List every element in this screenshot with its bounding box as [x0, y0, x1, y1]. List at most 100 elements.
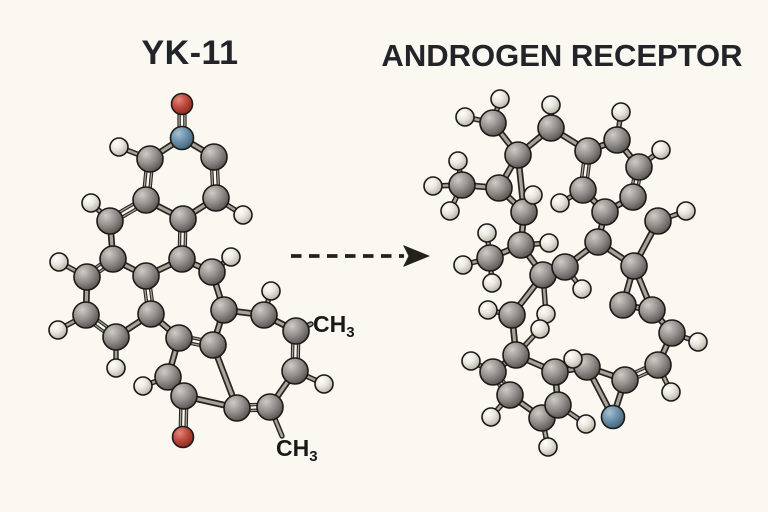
- carbon-atom: [281, 357, 309, 385]
- hydrogen-atom: [482, 273, 502, 293]
- carbon-atom: [223, 394, 251, 422]
- oxygen-atom: [171, 425, 195, 449]
- carbon-atom: [73, 263, 101, 291]
- hydrogen-atom: [453, 255, 473, 275]
- hydrogen-atom: [651, 140, 671, 160]
- carbon-atom: [502, 341, 530, 369]
- carbon-atom: [210, 296, 238, 324]
- carbon-atom: [591, 198, 619, 226]
- hydrogen-atom: [477, 223, 497, 243]
- carbon-atom: [136, 145, 164, 173]
- carbon-atom: [638, 296, 666, 324]
- carbon-atom: [504, 141, 532, 169]
- carbon-atom: [448, 171, 476, 199]
- reaction-arrow-head: [403, 245, 430, 267]
- carbon-atom: [96, 207, 124, 235]
- carbon-atom: [620, 252, 648, 280]
- carbon-atom: [256, 393, 284, 421]
- hydrogen-atom: [490, 89, 510, 109]
- carbon-atom: [574, 137, 602, 165]
- hydrogen-atom: [676, 201, 696, 221]
- carbon-atom: [644, 351, 672, 379]
- hydrogen-atom: [133, 376, 153, 396]
- carbon-atom: [102, 323, 130, 351]
- carbon-atom: [282, 317, 310, 345]
- carbon-atom: [510, 198, 538, 226]
- hydrogen-atom: [688, 332, 708, 352]
- hydrogen-atom: [541, 95, 561, 115]
- carbon-atom: [168, 245, 196, 273]
- carbon-atom: [569, 176, 597, 204]
- hydrogen-atom: [572, 279, 592, 299]
- carbon-atom: [99, 245, 127, 273]
- reaction-arrow: [291, 245, 430, 267]
- carbon-atom: [154, 363, 182, 391]
- methyl-group-label: CH3: [276, 435, 318, 465]
- carbon-atom: [199, 331, 227, 359]
- hydrogen-atom: [49, 252, 69, 272]
- hydrogen-atom: [661, 382, 681, 402]
- carbon-atom: [507, 231, 535, 259]
- carbon-atom: [551, 253, 579, 281]
- carbon-atom: [644, 207, 672, 235]
- hydrogen-atom: [221, 247, 241, 267]
- hydrogen-atom: [455, 107, 475, 127]
- carbon-atom: [625, 153, 653, 181]
- carbon-atom: [132, 186, 160, 214]
- hydrogen-atom: [563, 349, 583, 369]
- carbon-atom: [584, 228, 612, 256]
- hydrogen-atom: [314, 374, 334, 394]
- carbon-atom: [479, 358, 507, 386]
- carbon-atom: [609, 291, 637, 319]
- hydrogen-atom: [461, 351, 481, 371]
- carbon-atom: [169, 205, 197, 233]
- right-molecule-title: ANDROGEN RECEPTOR: [381, 38, 743, 73]
- carbon-atom: [72, 301, 100, 329]
- carbon-atom: [165, 324, 193, 352]
- carbon-atom: [479, 109, 507, 137]
- oxygen-atom: [170, 92, 194, 116]
- carbon-atom: [476, 244, 504, 272]
- nitrogen-atom: [600, 404, 626, 430]
- carbon-atom: [200, 143, 228, 171]
- hydrogen-atom: [550, 193, 570, 213]
- hydrogen-atom: [423, 176, 443, 196]
- carbon-atom: [170, 382, 198, 410]
- carbon-atom: [250, 301, 278, 329]
- hydrogen-atom: [448, 151, 468, 171]
- hydrogen-atom: [530, 319, 550, 339]
- hydrogen-atom: [478, 300, 498, 320]
- left-molecule-title: YK-11: [141, 34, 239, 72]
- hydrogen-atom: [576, 414, 596, 434]
- carbon-atom: [619, 183, 647, 211]
- hydrogen-atom: [81, 193, 101, 213]
- nitrogen-atom: [169, 125, 195, 151]
- carbon-atom: [485, 174, 513, 202]
- carbon-atom: [603, 126, 631, 154]
- hydrogen-atom: [109, 137, 129, 157]
- carbon-atom: [498, 301, 526, 329]
- carbon-atom: [541, 358, 569, 386]
- hydrogen-atom: [481, 407, 501, 427]
- hydrogen-atom: [538, 437, 558, 457]
- carbon-atom: [137, 300, 165, 328]
- carbon-atom: [202, 184, 230, 212]
- methyl-group-label: CH3: [313, 311, 355, 341]
- carbon-atom: [132, 262, 160, 290]
- carbon-atom: [537, 114, 565, 142]
- hydrogen-atom: [261, 281, 281, 301]
- carbon-atom: [611, 366, 639, 394]
- hydrogen-atom: [233, 205, 253, 225]
- carbon-atom: [658, 319, 686, 347]
- hydrogen-atom: [539, 233, 559, 253]
- hydrogen-atom: [611, 102, 631, 122]
- hydrogen-atom: [523, 185, 543, 205]
- hydrogen-atom: [440, 201, 460, 221]
- hydrogen-atom: [106, 358, 126, 378]
- carbon-atom: [544, 391, 572, 419]
- carbon-atom: [496, 381, 524, 409]
- molecule-androgen-receptor: [423, 89, 708, 457]
